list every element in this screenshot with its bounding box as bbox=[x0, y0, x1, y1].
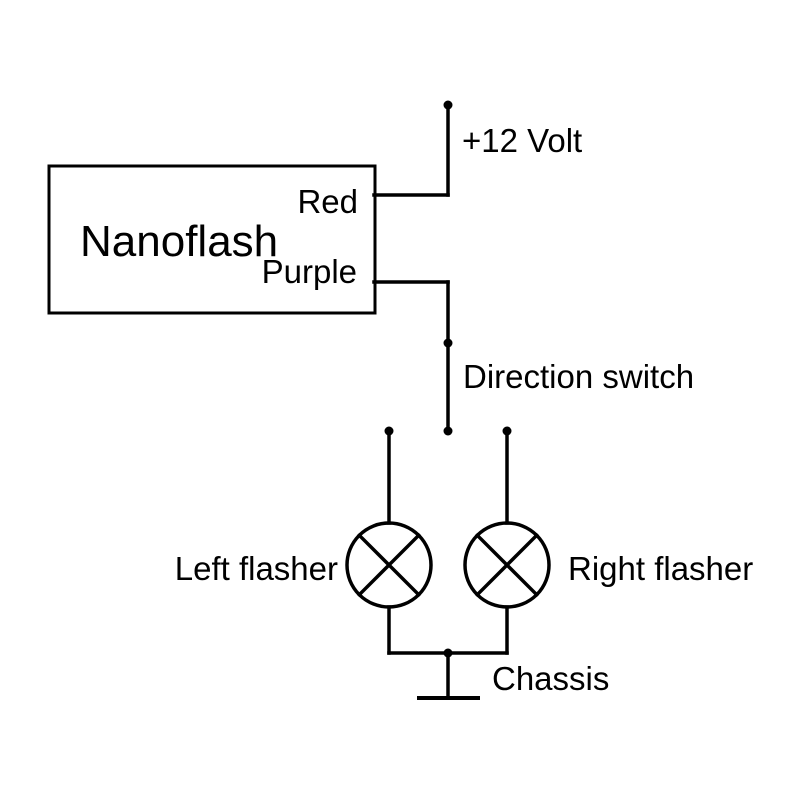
switch-right-contact-dot bbox=[502, 426, 512, 436]
left-flasher-lamp-cross-2 bbox=[356, 532, 422, 598]
switch-common-dot bbox=[443, 338, 453, 348]
purple-terminal-label: Purple bbox=[262, 253, 357, 290]
nanoflash-device-box bbox=[47, 164, 377, 315]
left-flasher-label: Left flasher bbox=[175, 550, 338, 587]
right-flasher-lamp-cross-2 bbox=[474, 532, 540, 598]
ground-junction-dot bbox=[443, 648, 453, 658]
device-name-label: Nanoflash bbox=[80, 217, 278, 266]
supply-voltage-label: +12 Volt bbox=[462, 122, 582, 159]
switch-left-contact-dot bbox=[384, 426, 394, 436]
supply-terminal-dot bbox=[443, 100, 453, 110]
right-flasher-label: Right flasher bbox=[568, 550, 753, 587]
direction-switch-label: Direction switch bbox=[463, 358, 694, 395]
junction-dots-group bbox=[384, 100, 512, 658]
red-terminal-label: Red bbox=[297, 183, 358, 220]
labels-group: Nanoflash Red Purple +12 Volt Direction … bbox=[80, 122, 753, 697]
switch-lever-dot bbox=[443, 426, 453, 436]
chassis-label: Chassis bbox=[492, 660, 609, 697]
